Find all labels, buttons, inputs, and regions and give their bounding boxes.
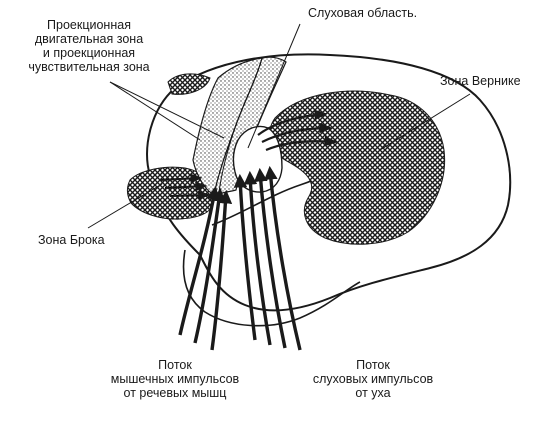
wernicke-area: [269, 90, 446, 245]
central-sulcus: [218, 57, 263, 193]
broca-arrow-2: [164, 181, 208, 192]
auditory-flow-arrow-3: [253, 167, 287, 349]
label-auditory-flow-line-2: слуховых импульсов: [312, 372, 434, 386]
auditory-arrow-2: [261, 122, 333, 143]
leader-projection-1: [109, 81, 201, 141]
label-muscle-flow: Поток мышечных импульсов от речевых мышц: [100, 358, 250, 400]
temporal-lobe-contour: [182, 249, 361, 327]
label-auditory-flow-line-1: Поток: [356, 358, 390, 372]
auditory-flow-arrow-1: [233, 173, 257, 341]
auditory-arrow-3: [265, 135, 338, 152]
label-projection-line-1: Проекционная: [47, 18, 131, 32]
auditory-flow-arrow-2: [243, 170, 272, 346]
label-projection-line-3: и проекционная: [42, 46, 136, 60]
label-muscle-flow-line-3: от речевых мышц: [123, 386, 227, 400]
label-projection-line-4: чувствительная зона: [28, 60, 150, 74]
label-wernicke: Зона Вернике: [440, 74, 521, 88]
label-muscle-flow-line-1: Поток: [158, 358, 192, 372]
broca-arrow-1: [159, 173, 203, 184]
label-broca: Зона Брока: [38, 233, 105, 247]
leader-auditory: [247, 23, 301, 149]
brain-outline: [146, 53, 512, 312]
muscle-flow-arrow-2: [193, 187, 226, 344]
muscle-flow-arrow-1: [178, 185, 220, 336]
auditory-arrow-1: [257, 109, 328, 136]
leader-projection-2: [109, 81, 225, 139]
leader-wernicke: [379, 93, 471, 151]
label-projection-line-2: двигательная зона: [34, 32, 144, 46]
label-auditory-flow: Поток слуховых импульсов от уха: [298, 358, 448, 400]
auditory-flow-arrow-4: [264, 165, 302, 351]
frontal-hatched-patch: [167, 73, 211, 95]
label-auditory-flow-line-3: от уха: [355, 386, 391, 400]
label-projection-zone: Проекционная двигательная зона и проекци…: [14, 18, 164, 74]
label-auditory-area: Слуховая область.: [308, 6, 418, 20]
muscle-flow-arrow-3: [210, 189, 233, 351]
label-muscle-flow-line-2: мышечных импульсов: [110, 372, 240, 386]
leader-broca: [87, 183, 163, 229]
broca-arrow-3: [169, 190, 211, 201]
